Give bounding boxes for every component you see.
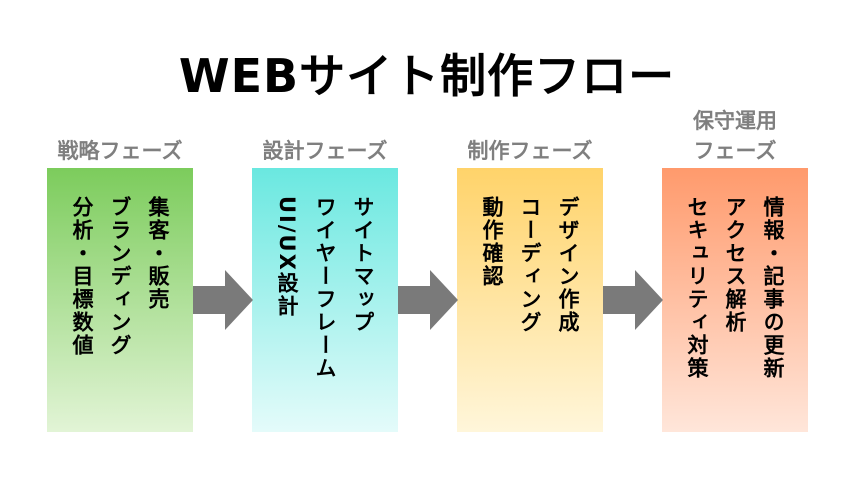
- flow-arrow-2: [398, 270, 458, 330]
- phase-label-maintenance-line-1: 保守運用: [693, 109, 777, 133]
- strategy-item-1: 集客・販売: [146, 196, 170, 311]
- production-item-2: コーディング: [518, 196, 542, 334]
- phase-box-strategy-items: 集客・販売 ブランディング 分析・目標数値: [47, 196, 193, 357]
- strategy-item-2: ブランディング: [108, 196, 132, 357]
- production-item-3: 動作確認: [480, 196, 504, 288]
- maintenance-item-3: セキュリティ対策: [685, 196, 709, 380]
- flow-arrow-3-shape: [603, 270, 663, 330]
- flow-arrow-3: [603, 270, 663, 330]
- phase-box-maintenance: 情報・記事の更新 アクセス解析 セキュリティ対策: [662, 168, 808, 432]
- strategy-item-3: 分析・目標数値: [70, 196, 94, 357]
- phase-box-design: サイトマップ ワイヤーフレーム UI/UX設計: [252, 168, 398, 432]
- flow-arrow-1-shape: [193, 270, 253, 330]
- design-item-3: UI/UX設計: [275, 196, 299, 318]
- phase-box-design-items: サイトマップ ワイヤーフレーム UI/UX設計: [252, 196, 398, 380]
- design-item-1: サイトマップ: [351, 196, 375, 334]
- phase-box-production: デザイン作成 コーディング 動作確認: [457, 168, 603, 432]
- phase-box-maintenance-items: 情報・記事の更新 アクセス解析 セキュリティ対策: [662, 196, 808, 380]
- phase-label-maintenance: 保守運用 フェーズ: [662, 106, 808, 166]
- phase-label-strategy: 戦略フェーズ: [47, 136, 193, 166]
- phase-label-strategy-line: 戦略フェーズ: [57, 139, 183, 163]
- flow-arrow-2-shape: [398, 270, 458, 330]
- maintenance-item-2: アクセス解析: [723, 196, 747, 334]
- phase-label-production: 制作フェーズ: [457, 136, 603, 166]
- phase-label-production-line: 制作フェーズ: [467, 139, 593, 163]
- phase-box-strategy: 集客・販売 ブランディング 分析・目標数値: [47, 168, 193, 432]
- phase-label-maintenance-line-2: フェーズ: [693, 139, 777, 163]
- phase-box-production-items: デザイン作成 コーディング 動作確認: [457, 196, 603, 334]
- phase-label-design: 設計フェーズ: [252, 136, 398, 166]
- diagram-title: WEBサイト制作フロー: [178, 49, 676, 103]
- production-item-1: デザイン作成: [556, 196, 580, 334]
- maintenance-item-1: 情報・記事の更新: [761, 196, 785, 380]
- design-item-2: ワイヤーフレーム: [313, 196, 337, 380]
- phase-label-design-line: 設計フェーズ: [262, 139, 388, 163]
- flow-arrow-1: [193, 270, 253, 330]
